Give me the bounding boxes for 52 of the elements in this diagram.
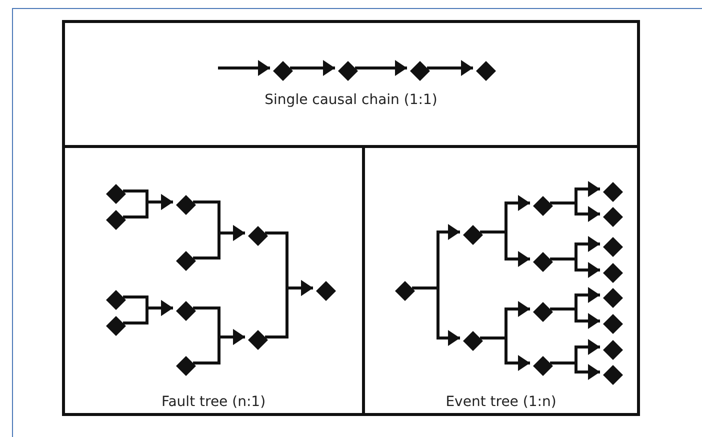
diamond: [475, 60, 497, 82]
arrow: [123, 300, 173, 324]
diamond: [602, 262, 624, 284]
arrow: [218, 60, 270, 76]
diamond: [602, 206, 624, 228]
diamond: [532, 355, 554, 377]
arrow: [550, 258, 600, 278]
diamond: [175, 194, 197, 216]
panel-title: Fault tree (n:1): [161, 394, 266, 410]
arrow: [193, 225, 245, 260]
diamond: [532, 195, 554, 217]
diamond: [602, 339, 624, 361]
arrow: [550, 362, 600, 380]
diamond: [105, 289, 127, 311]
diamond: [175, 300, 197, 322]
diamond: [315, 280, 337, 302]
diamond: [602, 313, 624, 335]
diamond: [105, 209, 127, 231]
diamond: [602, 181, 624, 203]
panel: [62, 145, 365, 416]
diamond: [272, 60, 294, 82]
diamond: [532, 301, 554, 323]
diamond: [602, 236, 624, 258]
arrow: [480, 230, 530, 267]
diamond: [105, 183, 127, 205]
diamond: [337, 60, 359, 82]
arrow: [427, 60, 473, 76]
arrow: [480, 336, 530, 371]
panel: [362, 145, 640, 416]
arrow: [550, 202, 600, 222]
panel-title: Event tree (1:n): [446, 394, 556, 410]
diamond: [247, 329, 269, 351]
arrow: [290, 60, 335, 76]
diamond: [462, 224, 484, 246]
arrow: [355, 60, 407, 76]
panel: [62, 20, 640, 148]
diamond: [409, 60, 431, 82]
diamond: [532, 251, 554, 273]
arrow: [412, 286, 460, 346]
arrow: [123, 194, 173, 218]
diamond: [247, 225, 269, 247]
arrow: [265, 280, 313, 338]
diamond: [105, 315, 127, 337]
arrow: [550, 308, 600, 329]
diamond: [175, 355, 197, 377]
diamond: [462, 330, 484, 352]
panel-title: Single causal chain (1:1): [264, 92, 438, 108]
diamond: [394, 280, 416, 302]
arrow: [193, 329, 245, 364]
diamond: [602, 287, 624, 309]
diamond: [602, 364, 624, 386]
diamond: [175, 250, 197, 272]
